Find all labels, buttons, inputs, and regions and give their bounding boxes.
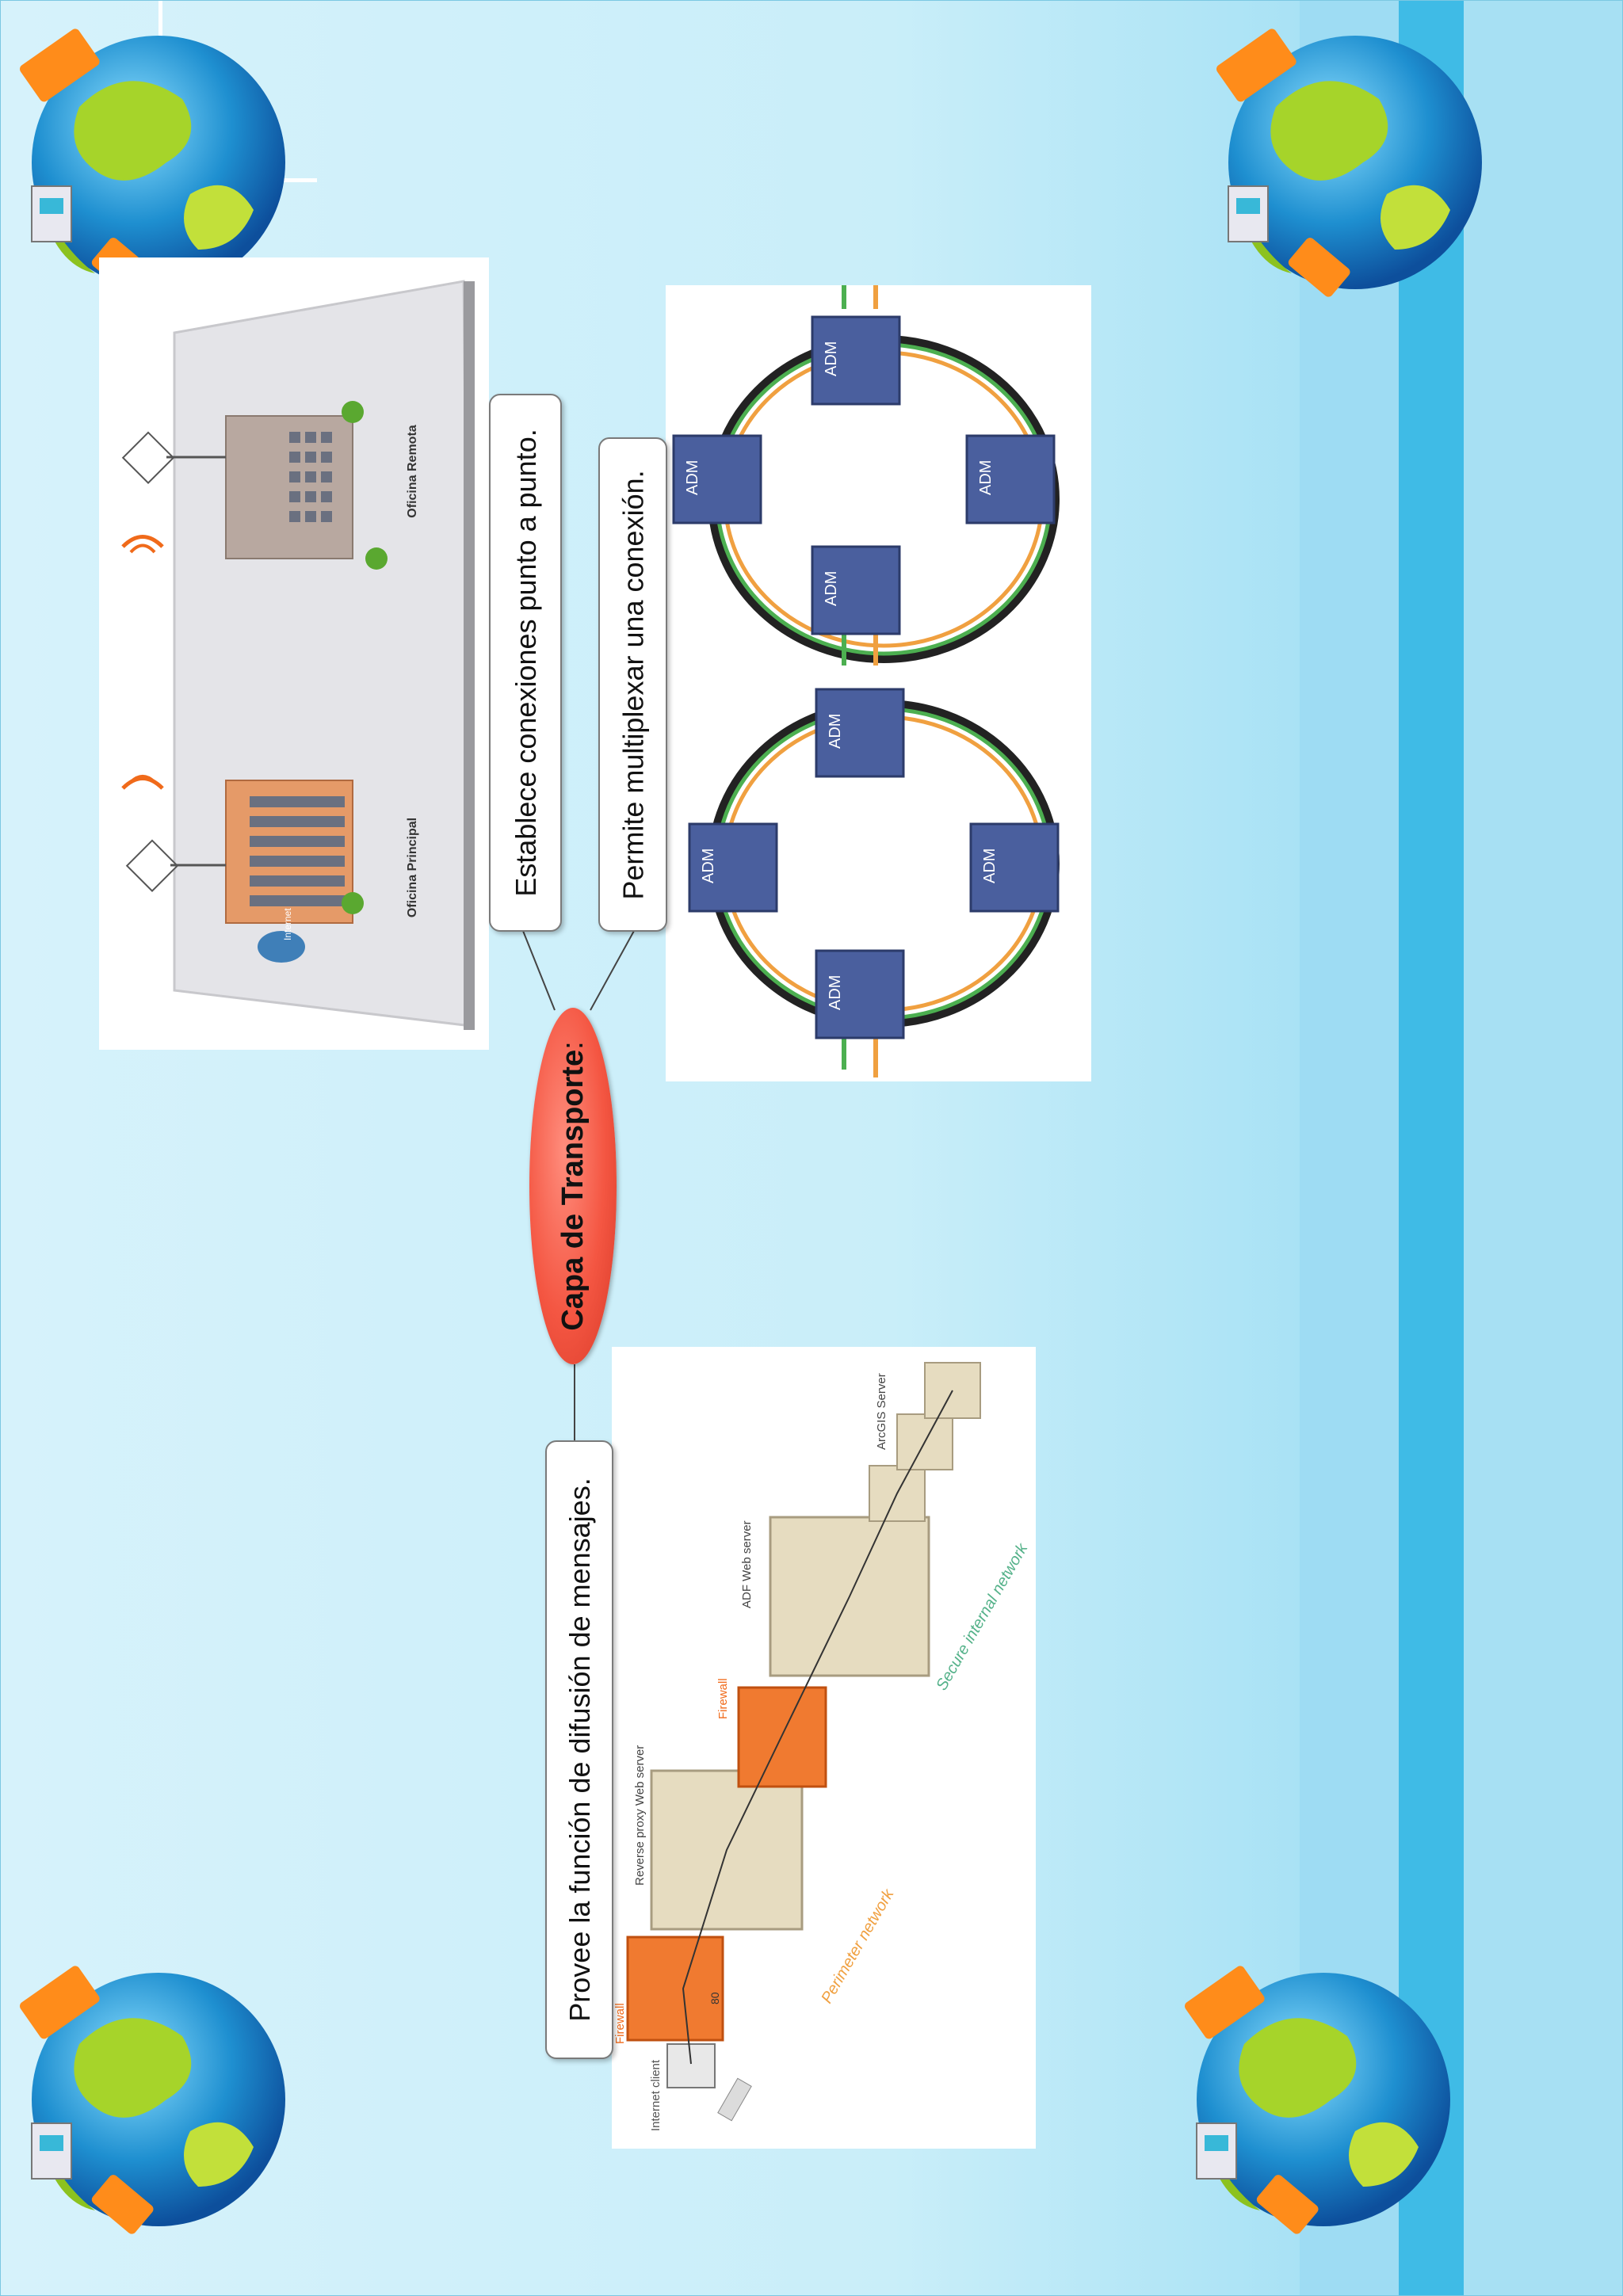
center-node [529,1008,617,1364]
main-office-label: Oficina Principal [406,818,419,917]
adm-node-label: ADM [827,975,844,1010]
background-band-pale [1464,0,1623,2296]
globe-clipart-icon [8,1949,293,2234]
adm-node-label: ADM [823,571,840,606]
cloud-label: Internet [282,908,293,940]
adm-node-label: ADM [981,849,999,883]
globe-clipart-icon [8,12,293,297]
arcgis-label: ArcGIS Server [875,1373,888,1450]
adf-server-label: ADF Web server [740,1520,754,1608]
firewall-1-label: Firewall [613,2003,627,2044]
center-title-bold: Capa de Transporte [556,1049,590,1331]
branch-box-1: Establece conexiones punto a punto. [489,394,562,932]
background-band-dark [1399,0,1464,2296]
port-label: 80 [708,1992,721,2004]
decorative-line [158,0,162,48]
internet-client-label: Internet client [649,2059,663,2131]
remote-office-label: Oficina Remota [406,425,419,517]
point-to-point-illustration: Internet Oficina Principal Oficina Remot… [99,257,489,1050]
adm-node-label: ADM [823,341,840,376]
branch-text-2: Permite multiplexar una conexión. [617,470,649,900]
adm-node-label: ADM [700,849,717,883]
branch-box-2: Permite multiplexar una conexión. [598,437,667,932]
adm-node-label: ADM [684,460,701,495]
globe-clipart-icon [1173,1949,1458,2234]
proxy-label: Reverse proxy Web server [633,1745,647,1886]
branch-text-3: Provee la función de difusión de mensaje… [563,1478,596,2022]
branch-text-1: Establece conexiones punto a punto. [509,429,542,897]
center-title: Capa de Transporte: [553,1008,593,1364]
adm-rings-illustration: ADM ADM ADM ADM ADM ADM ADM ADM [666,285,1091,1081]
center-title-suffix: : [556,1041,590,1050]
adm-node-label: ADM [977,460,995,495]
firewall-2-label: Firewall [716,1678,730,1719]
globe-clipart-icon [1205,12,1490,297]
adm-node-label: ADM [827,714,844,749]
network-architecture-illustration: Internet client Firewall 80 Reverse prox… [612,1347,1036,2149]
branch-box-3: Provee la función de difusión de mensaje… [545,1440,613,2059]
background-band-light [1300,0,1399,2296]
